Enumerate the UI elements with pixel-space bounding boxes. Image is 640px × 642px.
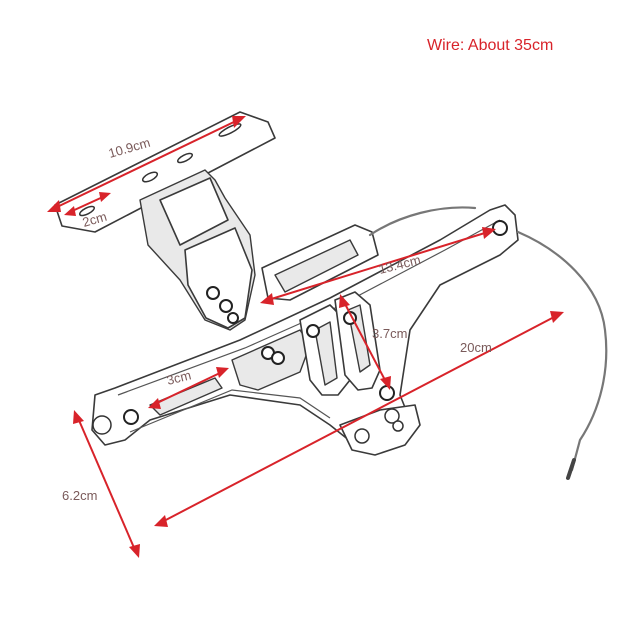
arrow-head: [216, 367, 229, 378]
wire: [516, 230, 608, 472]
dimension-label-slot-height: 3.7cm: [372, 326, 407, 341]
wire-tip: [566, 458, 576, 480]
arrow-head: [339, 294, 350, 308]
lower-tab-hole: [354, 428, 370, 444]
right-bolt: [379, 385, 395, 401]
hinge-bolt: [219, 299, 233, 313]
arrow-head: [148, 398, 161, 409]
dimension-line-slot-small: [69, 195, 106, 213]
arrow-head: [47, 200, 61, 212]
dimension-label-slot-width: 3cm: [165, 367, 192, 387]
middle-bolt: [271, 351, 285, 365]
dimension-line-total-length: [161, 315, 557, 523]
light-housing-lens: [274, 239, 359, 293]
top-mount-plate: [54, 111, 276, 233]
dimension-label-slot-small: 2cm: [81, 209, 109, 230]
left-pivot: [92, 415, 112, 435]
wire-length-note: Wire: About 35cm: [427, 37, 553, 54]
arm-rail: [129, 389, 331, 433]
top-plate-slot: [218, 123, 242, 137]
hinge-arm: [184, 227, 253, 329]
top-plate-slot: [78, 205, 96, 217]
slot-bolt: [306, 324, 320, 338]
arrow-head: [380, 376, 391, 390]
dimension-line-arm-length: [267, 231, 489, 301]
bracket-drawing: [54, 111, 608, 480]
dimension-line-top-width: [54, 119, 239, 209]
wire: [368, 206, 477, 237]
dimension-line-slot-width: [154, 371, 223, 405]
dimension-label-height: 6.2cm: [62, 488, 97, 503]
left-slot: [149, 377, 223, 416]
hinge-bolt: [206, 286, 220, 300]
lower-tab-hole: [392, 420, 404, 432]
arrow-head: [550, 311, 564, 323]
arrow-head: [482, 227, 496, 239]
dimension-label-top-width: 10.9cm: [107, 135, 152, 161]
dimension-line-height: [77, 417, 136, 551]
arrow-head: [73, 410, 84, 424]
hinge-block-face: [159, 177, 229, 246]
top-plate-slot: [141, 171, 159, 183]
arrow-head: [154, 515, 168, 527]
dimension-label-total-length: 20cm: [460, 340, 492, 355]
hinge-bolt: [227, 312, 239, 324]
arrow-head: [232, 116, 246, 128]
arrow-head: [129, 544, 140, 558]
left-bolt: [123, 409, 139, 425]
arrow-head: [64, 206, 76, 216]
arrow-head: [260, 293, 274, 305]
vertical-slot-inner: [314, 321, 338, 386]
right-end-bolt: [492, 220, 508, 236]
top-plate-slot: [176, 152, 194, 164]
middle-bracket: [231, 329, 311, 391]
lower-tab-hole: [384, 408, 400, 424]
arrow-head: [99, 192, 111, 202]
dimension-line-slot-height: [343, 301, 387, 383]
